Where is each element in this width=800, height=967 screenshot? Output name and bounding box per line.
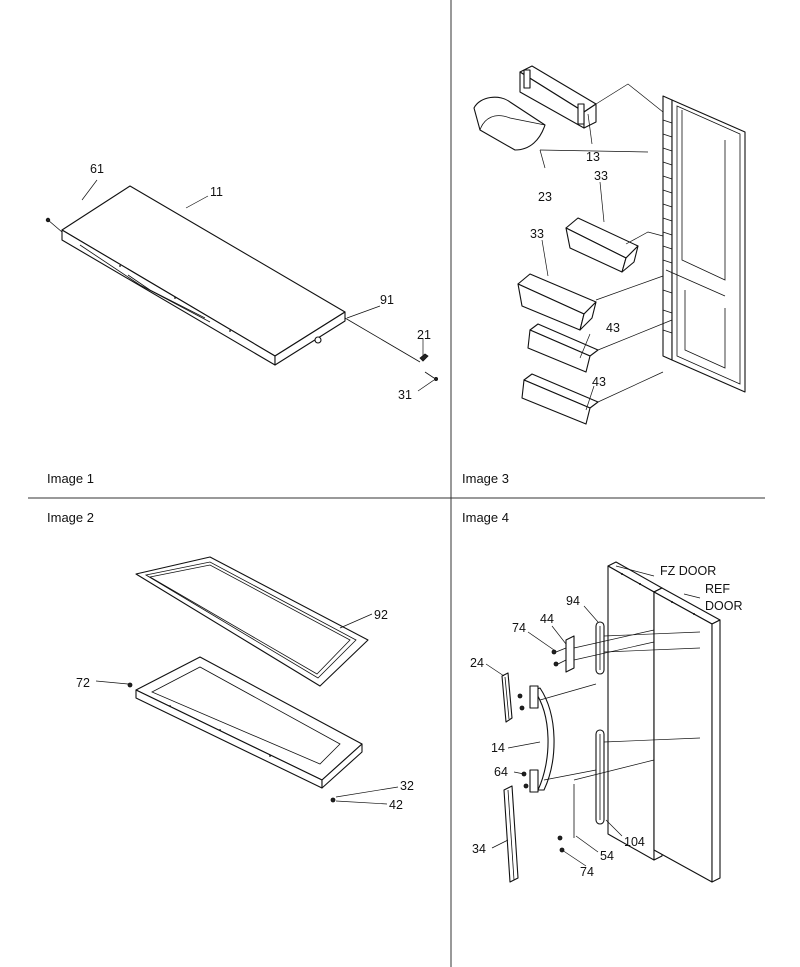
label-104: 104 [624,835,645,849]
panel-image-1: 61 11 91 21 31 Image 1 [45,162,438,486]
caption-image-3: Image 3 [462,471,509,486]
label-24: 24 [470,656,484,670]
door-shelf-43-upper [527,323,599,373]
label-23: 23 [538,190,552,204]
label-72: 72 [76,676,90,690]
label-32: 32 [400,779,414,793]
label-13: 13 [586,150,600,164]
dairy-cover-23 [473,96,546,151]
label-11: 11 [210,185,223,199]
trim-34 [503,785,519,883]
label-34: 34 [472,842,486,856]
label-door: DOOR [705,599,743,613]
shelf-drawing [45,185,438,381]
handle-cap-lower [595,729,605,825]
frame-72 [127,656,363,803]
screws-74-top [551,647,567,667]
label-54: 54 [600,849,614,863]
label-33-upper: 33 [594,169,608,183]
handle-14 [529,685,555,793]
panel-image-2: Image 2 92 72 32 42 [47,510,414,812]
label-fz-door: FZ DOOR [660,564,716,578]
door-ladder-ticks [662,119,673,334]
label-14: 14 [491,741,505,755]
label-94: 94 [566,594,580,608]
handle-cap-94 [595,621,605,675]
label-74-bottom: 74 [580,865,594,879]
label-43-upper: 43 [606,321,620,335]
label-ref: REF [705,582,730,596]
refrigerator-door-drawing [662,95,746,393]
dairy-bin-13 [519,65,597,129]
refrigerator-door [653,587,721,883]
label-21: 21 [417,328,431,342]
label-74-top: 74 [512,621,526,635]
door-bin-33-upper [565,217,639,273]
label-42: 42 [389,798,403,812]
caption-image-4: Image 4 [462,510,509,525]
door-shelf-43-lower [521,373,599,425]
label-61: 61 [90,162,104,176]
label-92: 92 [374,608,388,622]
label-64: 64 [494,765,508,779]
label-43-lower: 43 [592,375,606,389]
screws-64 [517,693,529,789]
screws-74-bottom [557,835,565,853]
panel-image-3: 13 23 33 33 43 43 Image 3 [462,65,746,486]
panel-image-4: Image 4 [462,510,743,883]
caption-image-1: Image 1 [47,471,94,486]
glass-panel-92 [135,556,369,687]
label-44: 44 [540,612,554,626]
label-33-lower: 33 [530,227,544,241]
caption-image-2: Image 2 [47,510,94,525]
trim-24 [501,672,513,723]
bracket-44 [565,635,575,673]
label-91: 91 [380,293,394,307]
door-bin-33-lower [517,273,597,331]
label-31: 31 [398,388,412,402]
